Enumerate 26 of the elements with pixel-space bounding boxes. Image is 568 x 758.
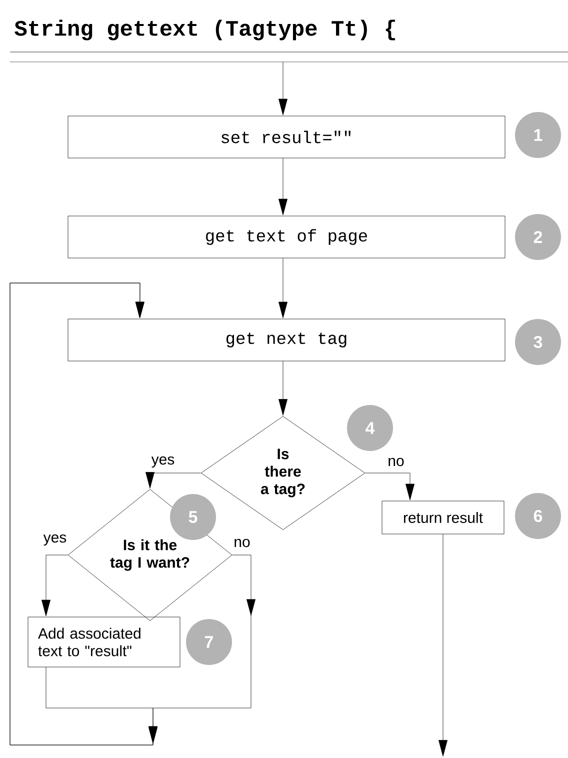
edge-label: no — [232, 538, 252, 548]
process-box: get text of page — [68, 216, 506, 258]
arrow — [278, 258, 288, 318]
arrow — [42, 554, 68, 616]
arrow — [146, 472, 201, 488]
callout-number: 1 — [515, 112, 561, 158]
process-box: return result — [382, 500, 504, 534]
arrow — [278, 361, 288, 416]
edge-label: yes — [42, 533, 68, 547]
process-box: Add associated text to "result" — [28, 616, 180, 668]
callout-number: 6 — [515, 493, 561, 539]
arrow — [438, 534, 448, 756]
callout-number: 3 — [515, 319, 561, 365]
callout-number: 5 — [170, 494, 216, 540]
arrow — [10, 282, 158, 746]
arrow — [278, 62, 288, 116]
process-box: get next tag — [68, 318, 506, 362]
callout-number: 7 — [186, 619, 232, 665]
callout-number: 4 — [347, 405, 393, 451]
edge-label: yes — [150, 455, 176, 469]
arrow — [278, 158, 288, 216]
process-box: set result="" — [68, 116, 506, 158]
arrow — [365, 472, 414, 500]
edge-label: no — [386, 456, 406, 468]
callout-number: 2 — [515, 214, 561, 260]
title: String gettext (Tagtype Tt) { — [14, 20, 396, 40]
